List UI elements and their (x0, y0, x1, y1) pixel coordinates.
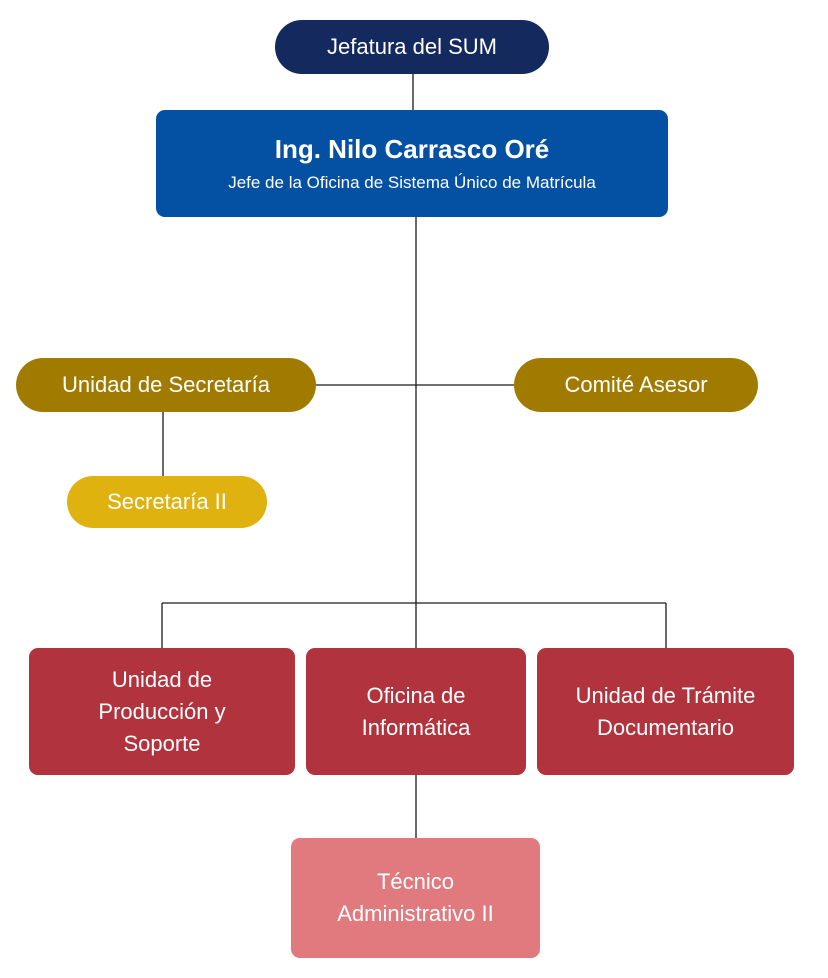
node-label: Jefatura del SUM (327, 34, 497, 59)
node-label: Comité Asesor (564, 372, 708, 397)
node-label: Técnico Administrativo II (337, 869, 494, 926)
node-jefatura-del-sum: Jefatura del SUM (275, 20, 549, 74)
node-label: Unidad de Secretaría (62, 372, 270, 397)
head-name: Ing. Nilo Carrasco Oré (274, 133, 550, 164)
node-label: Unidad de Trámite Documentario (575, 682, 756, 740)
node-label: Oficina de Informática (361, 682, 471, 740)
node-secretaria-ii: Secretaría II (67, 476, 267, 528)
node-label: Secretaría II (107, 489, 227, 514)
node-head-office: Ing. Nilo Carrasco Oré Jefe de la Oficin… (156, 110, 668, 217)
head-role: Jefe de la Oficina de Sistema Único de M… (228, 172, 596, 192)
node-tecnico-administrativo-ii: Técnico Administrativo II (291, 838, 540, 958)
node-label: Unidad de Producción y Soporte (98, 666, 226, 756)
node-unidad-tramite-documentario: Unidad de Trámite Documentario (537, 648, 794, 775)
node-unidad-produccion-soporte: Unidad de Producción y Soporte (29, 648, 295, 775)
node-comite-asesor: Comité Asesor (514, 358, 758, 412)
node-oficina-informatica: Oficina de Informática (306, 648, 526, 775)
node-unidad-de-secretaria: Unidad de Secretaría (16, 358, 316, 412)
